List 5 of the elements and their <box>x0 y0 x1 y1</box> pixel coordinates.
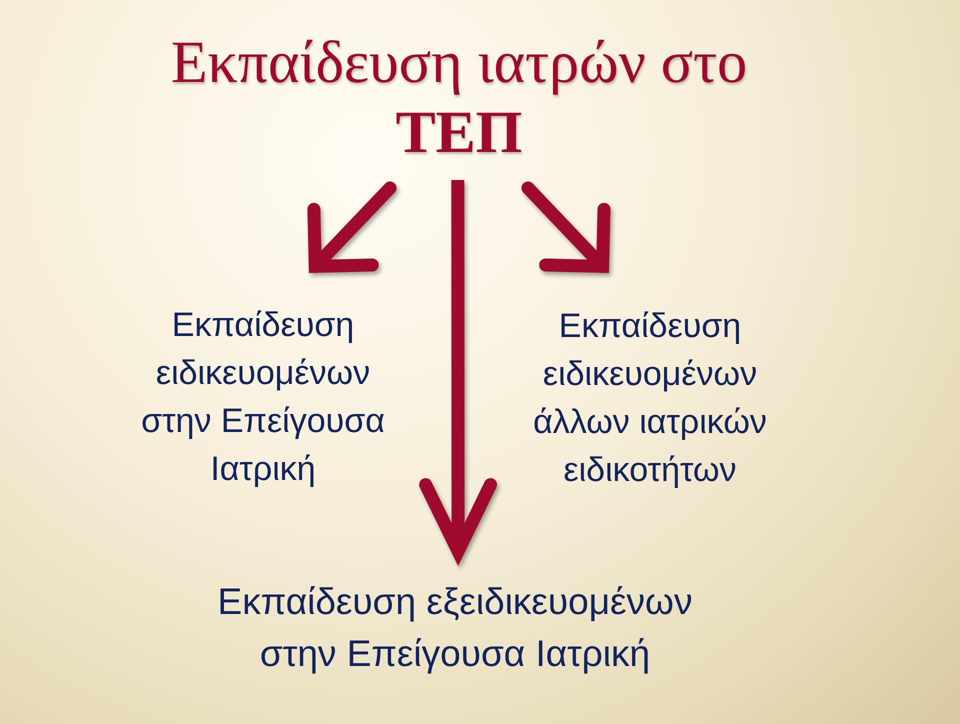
text-label: Εκπαίδευση ειδικευομένων άλλων ιατρικών ειδικοτήτων <box>515 302 785 494</box>
text-label: Εκπαίδευση εξειδικευομένων στην Επείγουσα Ιατρική <box>195 576 715 680</box>
text-label: Εκπαίδευση ειδικευομένων στην Επείγουσα Ιατρική <box>128 301 398 493</box>
arrow <box>419 180 497 566</box>
title-heading: Εκπαίδευση ιατρών στο ΤΕΠ <box>159 27 759 167</box>
